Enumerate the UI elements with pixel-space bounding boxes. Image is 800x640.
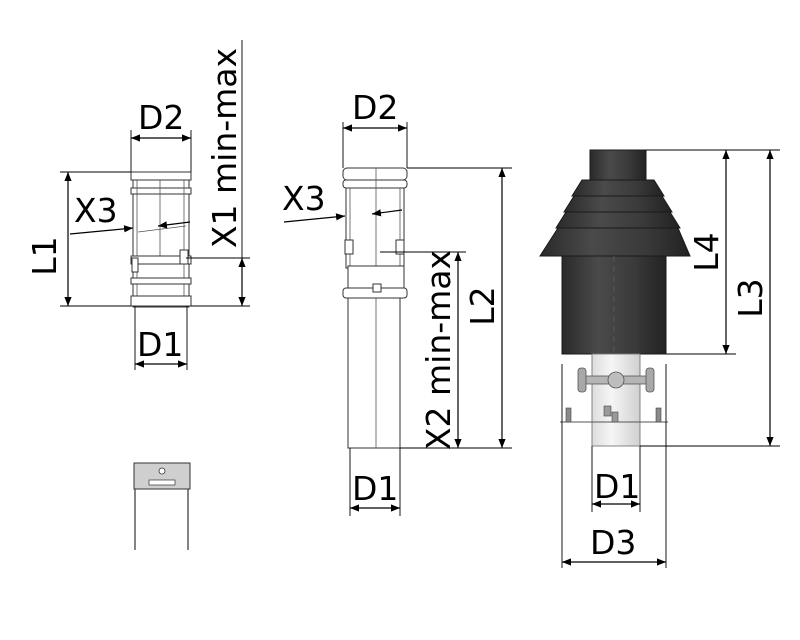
label-d1-left: D1 bbox=[137, 325, 183, 364]
label-d2-middle: D2 bbox=[352, 88, 398, 127]
dims-right bbox=[561, 149, 780, 568]
label-x3-left: X3 bbox=[74, 191, 118, 230]
label-x2: X2 min-max bbox=[419, 250, 458, 450]
label-d2-left: D2 bbox=[138, 98, 184, 137]
part-right-roof-terminal bbox=[539, 149, 691, 447]
mounting-clip-icon bbox=[133, 462, 191, 550]
label-d1-middle: D1 bbox=[352, 469, 398, 508]
part-left-adjustable bbox=[130, 171, 192, 308]
label-l3: L3 bbox=[731, 278, 770, 317]
part-middle-telescopic bbox=[342, 167, 408, 449]
label-l2: L2 bbox=[463, 286, 502, 325]
label-d3: D3 bbox=[590, 523, 636, 562]
label-l4: L4 bbox=[687, 232, 726, 271]
dims-middle bbox=[283, 122, 512, 516]
label-l1: L1 bbox=[25, 236, 64, 275]
label-x1: X1 min-max bbox=[205, 48, 244, 248]
label-d1-right: D1 bbox=[594, 467, 640, 506]
dims-left bbox=[60, 40, 250, 370]
label-x3-middle: X3 bbox=[282, 179, 326, 218]
